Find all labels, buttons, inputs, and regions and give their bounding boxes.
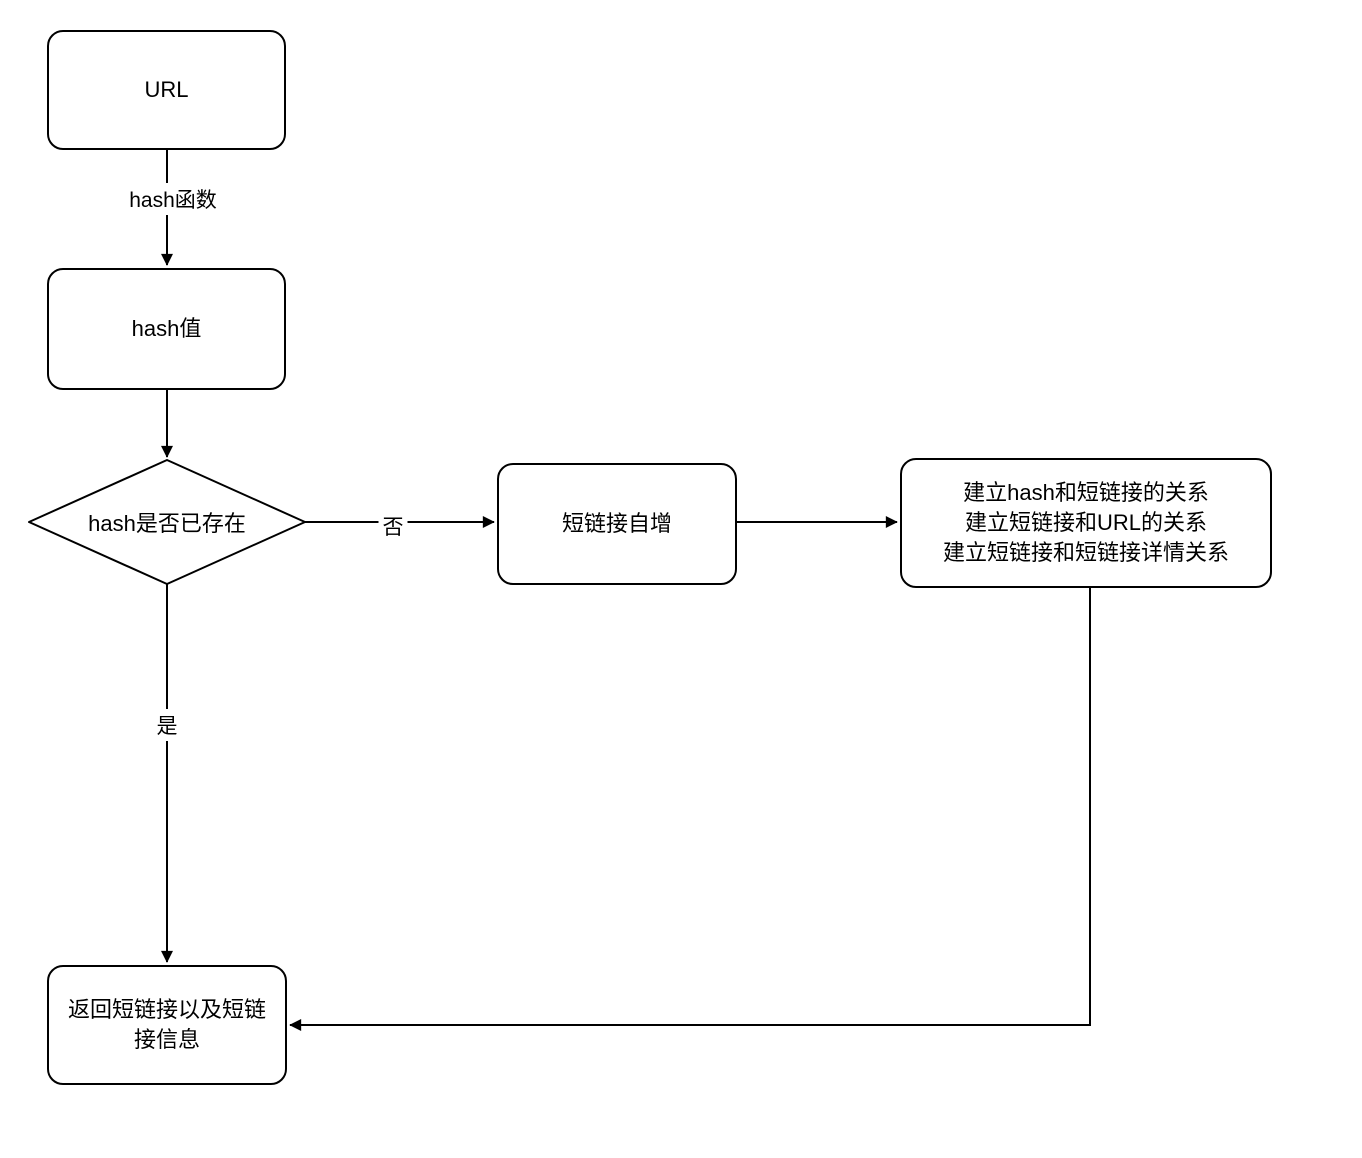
decision-diamond-shape — [28, 459, 306, 585]
node-hash-exists: hash是否已存在 — [47, 490, 287, 554]
node-hash-exists-label: hash是否已存在 — [88, 511, 246, 536]
node-shortlink-increment: 短链接自增 — [497, 463, 737, 585]
node-return-shortlink: 返回短链接以及短链接信息 — [47, 965, 287, 1085]
node-hash-value: hash值 — [47, 268, 286, 390]
node-create-relations-line-2: 建立短链接和URL的关系 — [964, 510, 1207, 536]
node-url: URL — [47, 30, 286, 150]
edge-relations-to-return-arrow — [289, 588, 1091, 1031]
edge-label-yes: 是 — [152, 709, 182, 741]
edge-label-no: 否 — [378, 510, 408, 542]
node-create-relations-line-1: 建立hash和短链接的关系 — [963, 480, 1209, 506]
node-hash-value-label: hash值 — [131, 316, 202, 342]
node-create-relations-line-3: 建立短链接和短链接详情关系 — [942, 539, 1229, 565]
node-return-shortlink-label: 返回短链接以及短链接信息 — [67, 997, 266, 1052]
node-url-label: URL — [144, 77, 189, 103]
node-shortlink-increment-label: 短链接自增 — [561, 511, 672, 537]
edge-label-hash-function: hash函数 — [125, 183, 221, 215]
node-create-relations: 建立hash和短链接的关系 建立短链接和URL的关系 建立短链接和短链接详情关系 — [900, 458, 1272, 588]
